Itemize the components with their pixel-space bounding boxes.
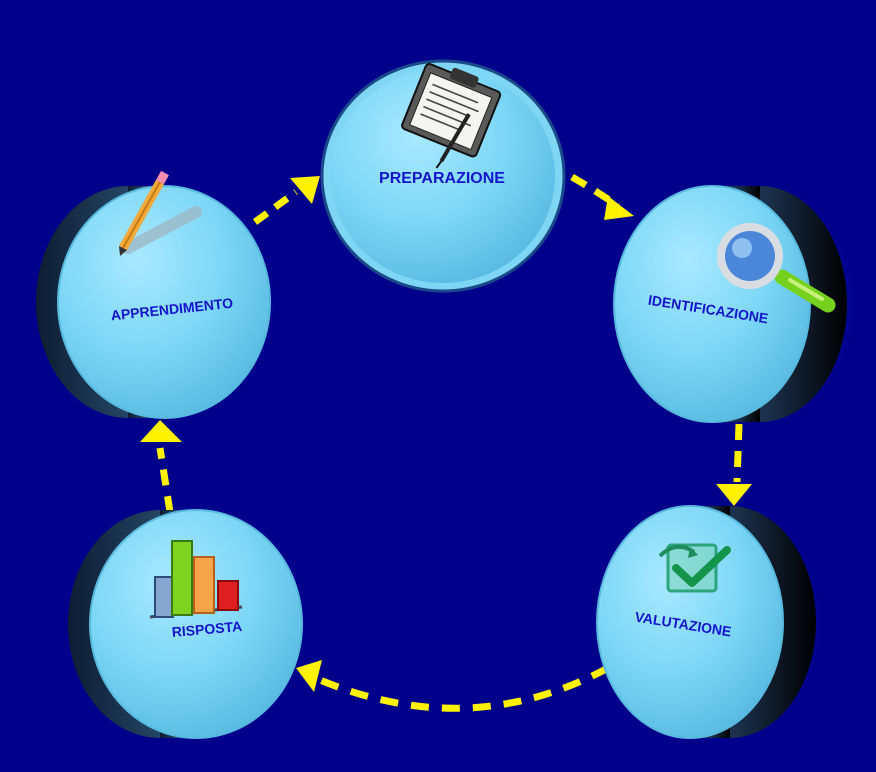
magnifier-icon xyxy=(717,223,836,313)
node-apprendimento: APPRENDIMENTO xyxy=(36,170,280,424)
flow-arrows xyxy=(140,173,752,712)
arrow-apprendimento-to-preparazione xyxy=(252,176,320,225)
clipboard-icon xyxy=(401,62,502,169)
node-risposta: RISPOSTA xyxy=(66,504,310,744)
arrow-preparazione-to-identificazione xyxy=(570,173,634,220)
checkmark-icon xyxy=(658,543,731,593)
node-valutazione: VALUTAZIONE xyxy=(590,500,826,744)
pencil-icon xyxy=(119,170,202,256)
arrow-valutazione-to-risposta xyxy=(296,660,610,712)
node-identificazione: IDENTIFICAZIONE xyxy=(613,182,860,426)
node-label-risposta: RISPOSTA xyxy=(171,618,243,640)
arrow-risposta-to-apprendimento xyxy=(140,420,182,513)
node-preparazione: PREPARAZIONE xyxy=(315,54,571,298)
bar-chart-icon xyxy=(149,540,243,619)
node-label-preparazione: PREPARAZIONE xyxy=(379,170,505,187)
arrow-identificazione-to-valutazione xyxy=(716,423,752,506)
